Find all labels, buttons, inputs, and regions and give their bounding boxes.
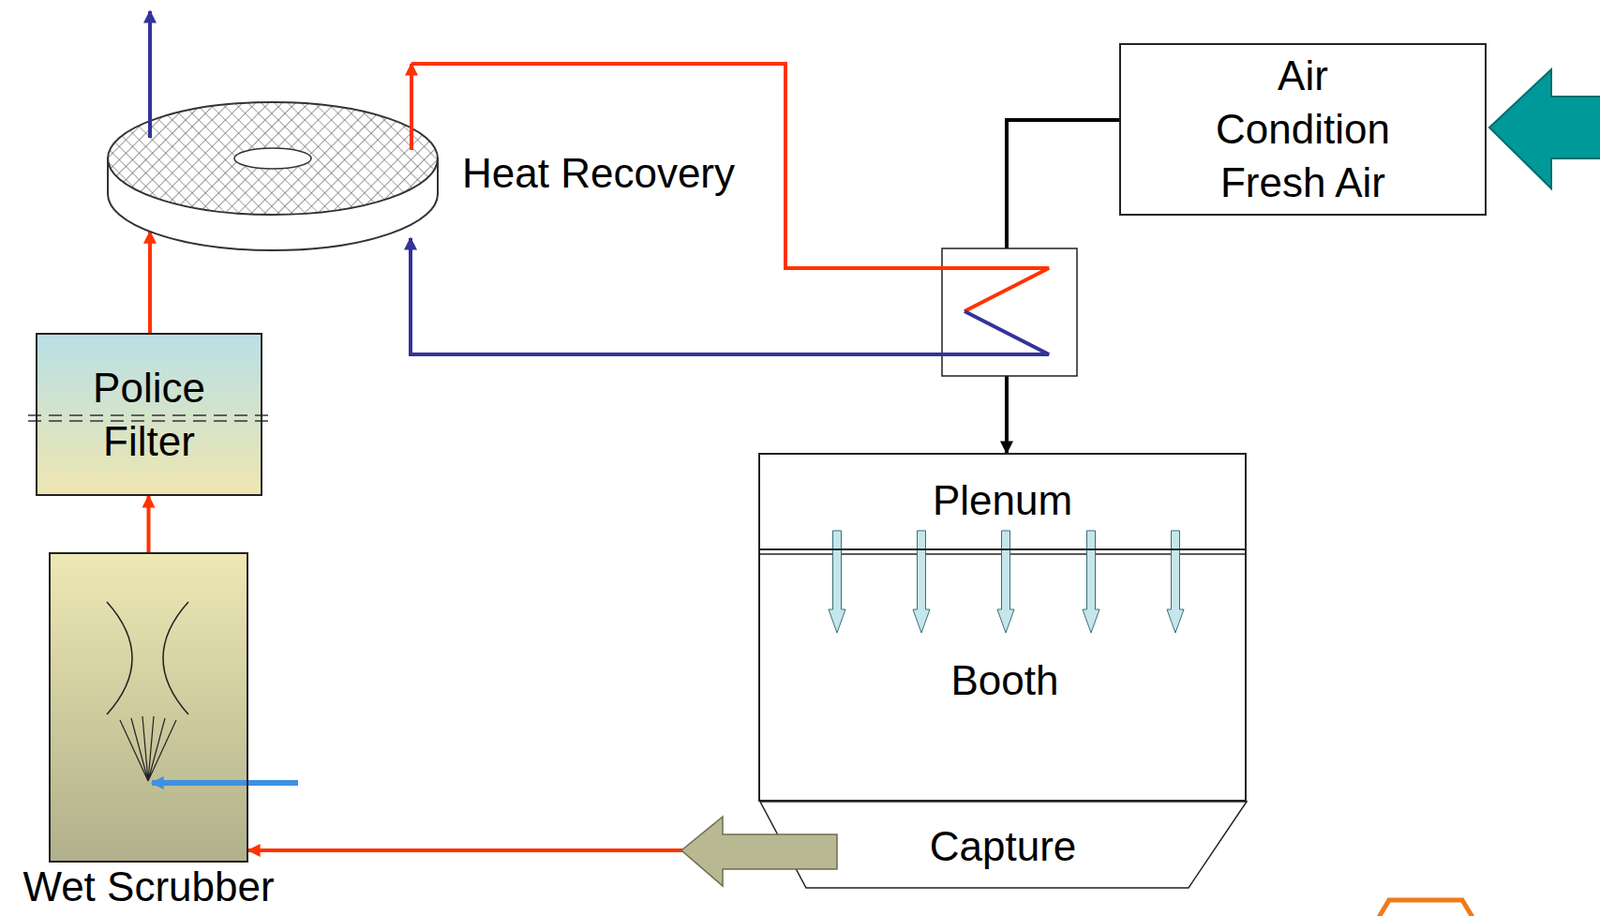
exchanger-hot-leg — [785, 268, 1049, 312]
plenum-band: Plenum — [758, 452, 1247, 551]
wheel-face-ground — [107, 102, 438, 215]
node-label: Police Filter — [92, 360, 206, 468]
node-label: Heat Recovery — [462, 149, 735, 198]
node-label: Capture — [929, 822, 1077, 871]
wheel-hub — [234, 148, 312, 169]
node-label: Air Condition Fresh Air — [1211, 48, 1394, 210]
venturi-throat — [106, 601, 189, 715]
airflow-arrow — [1082, 530, 1100, 633]
capture-hopper: Capture — [760, 801, 1247, 888]
spray-cone — [119, 716, 177, 781]
node-label: Plenum — [932, 477, 1073, 525]
process-box: Air Condition Fresh Air — [1119, 43, 1487, 216]
airflow-arrow — [1166, 530, 1184, 633]
flow-connector — [147, 495, 151, 553]
airflow-arrow — [912, 530, 930, 633]
exhaust-flow-arrow — [681, 816, 838, 886]
scrubber-fill — [48, 552, 249, 863]
hot-loop-arrow — [409, 63, 414, 150]
water-inlet-arrow — [151, 779, 299, 786]
scrubber-box: Wet Scrubber — [48, 552, 249, 863]
node-label: Wet Scrubber — [22, 866, 274, 908]
filter-box: Police Filter — [35, 332, 263, 496]
node-label: Booth — [951, 657, 1060, 705]
airflow-arrow — [828, 530, 846, 633]
filter-fill — [35, 332, 263, 496]
logo-fragment — [1377, 899, 1474, 916]
airflow-arrow — [997, 530, 1015, 633]
fresh-air-arrow — [1489, 69, 1600, 189]
flow-connector — [148, 231, 152, 333]
wheel-face — [107, 102, 438, 215]
exhaust-arrow — [148, 11, 152, 138]
heat-recovery-wheel: Heat Recovery — [105, 96, 763, 256]
booth-box: Booth Plenum — [758, 452, 1247, 802]
hot-loop-line — [411, 63, 1049, 269]
exchanger-cold-leg — [937, 311, 1049, 355]
